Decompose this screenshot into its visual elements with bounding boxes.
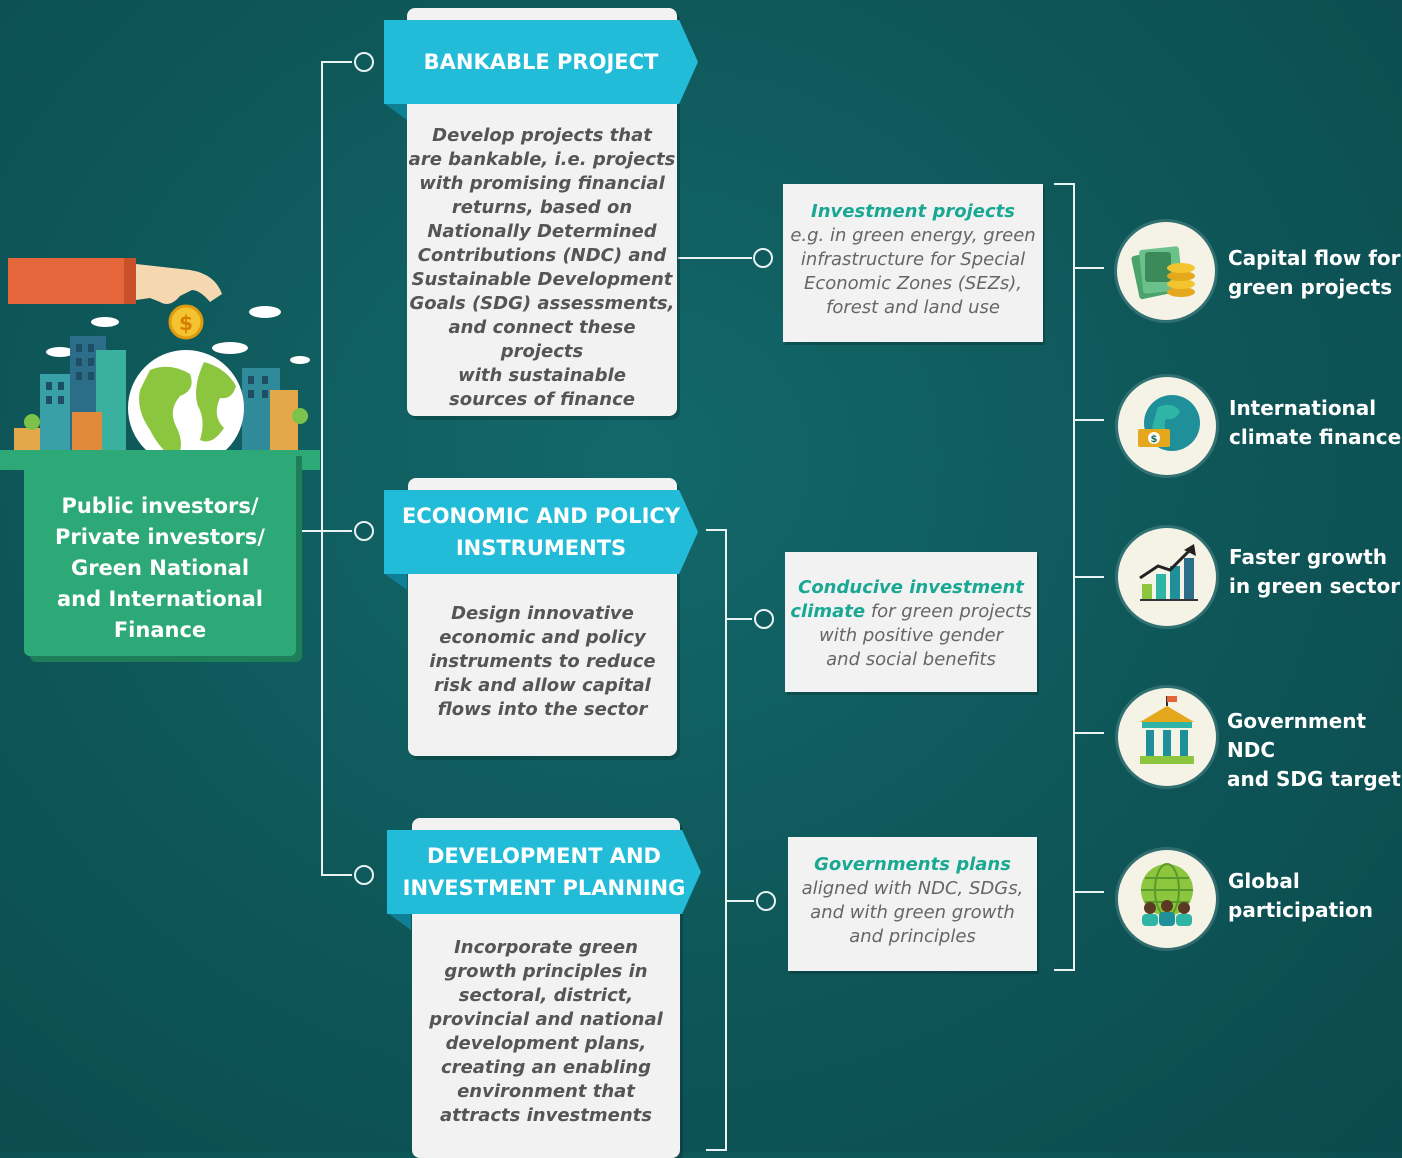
pillar-title: BANKABLE PROJECT [384,20,698,104]
benefit-label: Faster growth in green sector [1229,545,1401,598]
growth-chart-icon [1118,528,1216,626]
svg-text:$: $ [179,311,193,335]
funding-sources-label: Public investors/ Private investors/ Gre… [55,493,265,642]
output-highlight: Investment projects [811,201,1015,222]
output-text: aligned with NDC, SDGs, and with green g… [801,878,1024,947]
benefit-label: International climate finance [1229,396,1402,449]
benefit-label: Global participation [1228,869,1374,922]
hand-icon [136,264,222,304]
pillar-body: Incorporate green growth principles in s… [429,937,663,1126]
output-highlight: Conducive investment [798,577,1024,598]
output-box-investment-projects: Investment projects e.g. in green energy… [783,184,1043,342]
investor-illustration: $ [0,258,320,470]
svg-text:$: $ [1151,434,1158,445]
funding-sources-box: Public investors/ Private investors/ Gre… [24,450,296,656]
output-text: for green projects [865,601,1032,622]
global-people-icon [1118,850,1216,948]
coin-icon [168,304,204,340]
money-coins-icon [1117,222,1215,320]
benefit-label: Capital flow for green projects [1228,246,1401,299]
output-box-government-plans: Governments plans aligned with NDC, SDGs… [788,837,1037,971]
government-building-icon [1118,688,1216,786]
benefit-label: Government NDC and SDG target [1227,709,1401,791]
output-highlight: Governments plans [814,854,1011,875]
output-text: e.g. in green energy, green infrastructu… [790,225,1036,318]
output-text: with positive gender and social benefits [818,625,1004,670]
pillar-body: Develop projects that are bankable, i.e.… [408,125,676,410]
pillar-body: Design innovative economic and policy in… [429,603,656,720]
pillar-title: ECONOMIC AND POLICY INSTRUMENTS [384,490,698,574]
sleeve [8,258,132,304]
pillar-title: DEVELOPMENT AND INVESTMENT PLANNING [387,830,701,914]
output-box-investment-climate: Conducive investment climate for green p… [785,552,1037,692]
output-highlight: climate [790,601,866,622]
globe-money-icon: $ [1118,377,1216,475]
